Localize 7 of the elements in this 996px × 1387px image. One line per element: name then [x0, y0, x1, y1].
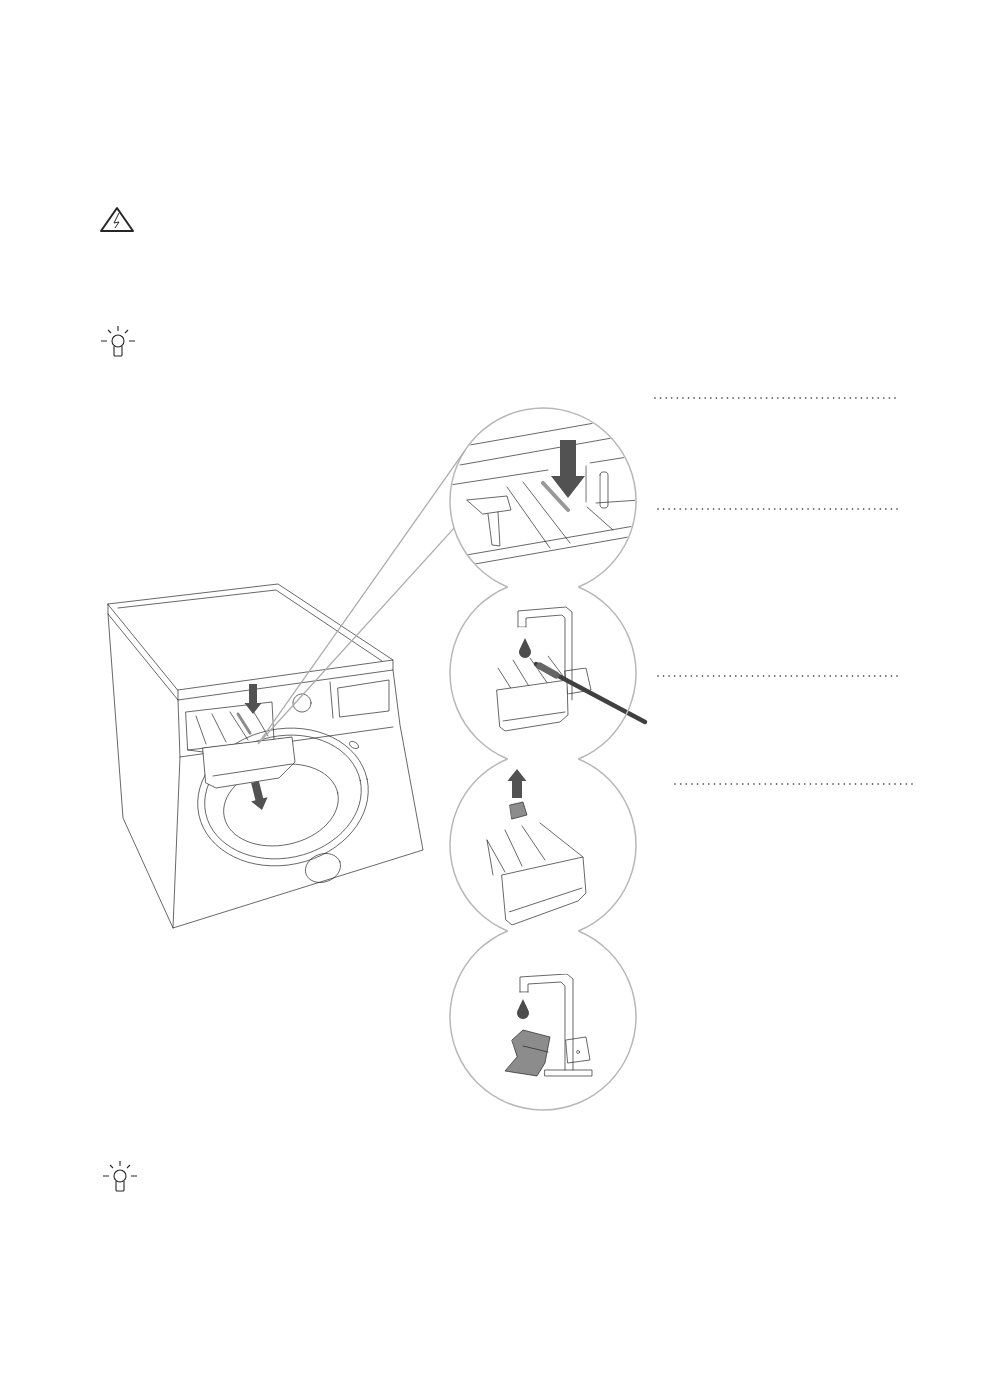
drawer-drawing: [187, 736, 296, 789]
leader-line: [257, 449, 466, 745]
dispenser-drawer-drawing: [449, 758, 637, 932]
dispenser-closeup: [449, 407, 637, 588]
brush-cleaning-drawing: [449, 586, 648, 760]
washing-machine-drawing: [107, 583, 424, 929]
rinsing-drawing: [449, 930, 637, 1111]
